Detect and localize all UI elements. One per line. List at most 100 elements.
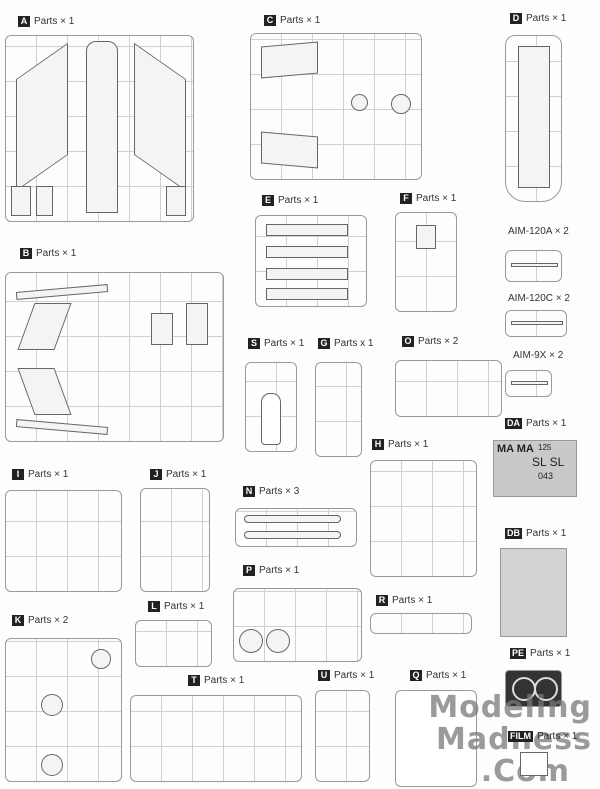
parts-count: Parts × 1 [204, 675, 245, 686]
sprue-c [250, 33, 422, 180]
section-label: T [188, 675, 200, 686]
wing-part [134, 42, 186, 192]
aim-120c-label: AIM-120C × 2 [508, 293, 570, 304]
section-d-header: D Parts × 1 [510, 13, 566, 24]
parts-count: Parts × 1 [416, 193, 457, 204]
part [11, 186, 31, 216]
sprue-aim-9x [505, 370, 552, 397]
sprue-q-clear [395, 690, 477, 787]
parts-count: Parts × 1 [164, 601, 205, 612]
section-label: E [262, 195, 274, 206]
section-p-header: P Parts × 1 [243, 565, 299, 576]
section-a-header: A Parts × 1 [18, 16, 74, 27]
parts-count: Parts × 1 [537, 731, 578, 742]
parts-count: Parts × 1 [392, 595, 433, 606]
sprue-n [235, 508, 357, 547]
wing-part [16, 42, 68, 192]
sprue-h [370, 460, 477, 577]
part [17, 368, 72, 415]
sprue-o [395, 360, 502, 417]
wheel-etch [534, 677, 558, 701]
part [17, 303, 72, 350]
decal-text: 125 [538, 443, 552, 452]
parts-count: Parts × 1 [278, 195, 319, 206]
decal-text: 043 [538, 471, 554, 481]
part [351, 94, 368, 111]
parts-count: Parts × 1 [264, 338, 305, 349]
part [266, 224, 348, 236]
section-e-header: E Parts × 1 [262, 195, 318, 206]
section-label: P [243, 565, 255, 576]
sprue-g [315, 362, 362, 457]
part [186, 303, 208, 345]
decal-sheet-db [500, 548, 567, 637]
part [91, 649, 111, 669]
intake-part [261, 41, 318, 79]
sprue-aim-120c [505, 310, 567, 337]
missile-part [511, 381, 548, 385]
missile-count: AIM-120C × 2 [508, 293, 570, 304]
parts-count: Parts × 1 [259, 565, 300, 576]
decal-text: SL SL [532, 455, 565, 469]
sprue-e [255, 215, 367, 307]
cockpit-tub-part [518, 46, 550, 188]
sprue-f [395, 212, 457, 312]
section-label: U [318, 670, 330, 681]
section-label: PE [510, 648, 527, 659]
section-f-header: F Parts × 1 [400, 193, 456, 204]
section-label: D [510, 13, 522, 24]
section-g-header: G Parts x 1 [318, 338, 373, 349]
pylon-part [244, 531, 341, 539]
sprue-p [233, 588, 362, 662]
section-label: A [18, 16, 30, 27]
section-k-header: K Parts × 2 [12, 615, 68, 626]
section-label: Q [410, 670, 422, 681]
parts-count: Parts × 1 [526, 13, 567, 24]
aim-120a-label: AIM-120A × 2 [508, 226, 569, 237]
section-label: DB [505, 528, 522, 539]
decal-text: MA MA [497, 443, 534, 455]
part [41, 694, 63, 716]
parts-count: Parts x 1 [334, 338, 374, 349]
part [266, 246, 348, 258]
sprue-k [5, 638, 122, 782]
section-label: F [400, 193, 412, 204]
section-label: G [318, 338, 330, 349]
part [416, 225, 436, 249]
parts-count: Parts × 1 [526, 528, 567, 539]
watermark-line: Modeling [428, 690, 592, 725]
sprue-u [315, 690, 370, 782]
missile-part [511, 321, 563, 325]
part [391, 94, 411, 114]
parts-count: Parts × 2 [28, 615, 69, 626]
section-label: C [264, 15, 276, 26]
decal-sheet-da: MA MA 125 SL SL 043 [493, 440, 577, 497]
sprue-j [140, 488, 210, 592]
photo-etch-sheet [505, 670, 562, 707]
section-label: H [372, 439, 384, 450]
section-label: I [12, 469, 24, 480]
parts-count: Parts × 3 [259, 486, 300, 497]
section-db-header: DB Parts × 1 [505, 528, 566, 539]
parts-count: Parts × 1 [34, 16, 75, 27]
sprue-t [130, 695, 302, 782]
missile-part [511, 263, 558, 267]
sprue-b [5, 272, 224, 442]
parts-count: Parts × 1 [28, 469, 69, 480]
intake-part [261, 131, 318, 169]
film-sheet [520, 752, 548, 776]
wheel-part [266, 629, 290, 653]
wheel-part [239, 629, 263, 653]
aim-9x-label: AIM-9X × 2 [513, 350, 563, 361]
section-label: K [12, 615, 24, 626]
parts-count: Parts × 1 [36, 248, 77, 259]
